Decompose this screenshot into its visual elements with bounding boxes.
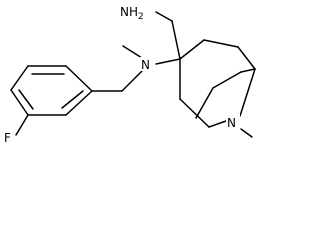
bond-quat-c2	[179, 39, 205, 60]
bond-ring-4	[10, 89, 29, 116]
bond-c3-c4	[179, 98, 210, 128]
bond-ring-3	[10, 65, 29, 91]
bond-c2-c1	[203, 39, 239, 48]
bond-ring-fluorine	[15, 114, 29, 136]
fluorine-label: F	[3, 130, 15, 145]
bond-nbridge-methyl	[240, 128, 253, 138]
bond-c5-c4	[195, 87, 214, 119]
bridge-nitrogen-label: N	[226, 114, 240, 130]
bonds	[10, 11, 256, 138]
bond-ring-6	[65, 90, 93, 116]
bond-c7-c6	[240, 68, 256, 73]
nh2-element: NH2	[120, 5, 144, 22]
bond-c1-c7	[237, 46, 256, 70]
bond-ch2-quaternary	[171, 20, 181, 60]
bond-namine-methyl	[122, 45, 143, 59]
bond-ring-double-3	[61, 90, 84, 109]
fluorine-atom: F	[4, 131, 11, 145]
atom-labels: NH2 N N F	[3, 4, 240, 145]
molecule-structure: NH2 N N F	[3, 4, 256, 145]
amine-nitrogen: N	[141, 58, 150, 72]
bond-c6-c5	[212, 71, 242, 89]
bond-ring-double-2	[18, 89, 34, 110]
bond-namine-benzyl	[121, 70, 143, 92]
bond-quaternary-namine	[155, 58, 181, 65]
bond-nbridge-c7	[239, 68, 256, 117]
bond-ring-1	[65, 65, 93, 92]
amine-nitrogen-label: N	[140, 57, 152, 72]
bridge-nitrogen: N	[227, 116, 236, 130]
nh2-label: NH2	[119, 4, 155, 22]
bond-c4-nbridge	[208, 120, 227, 128]
bond-nh2-ch2	[155, 11, 173, 22]
